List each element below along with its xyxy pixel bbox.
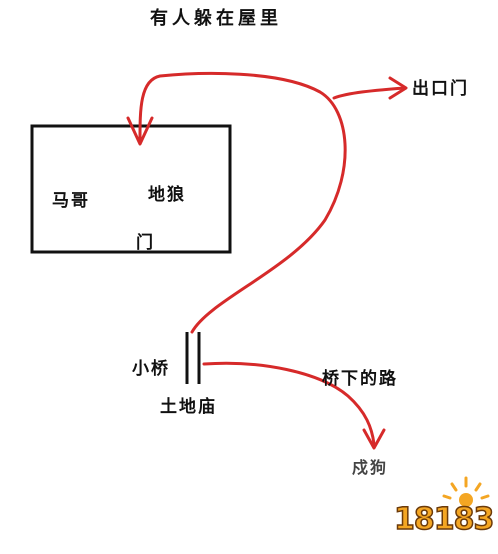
watermark-text: 18183 — [393, 501, 495, 538]
logo-sun-icon — [442, 476, 490, 507]
path-to-exit — [332, 86, 406, 100]
arrow-to-dog — [362, 428, 386, 450]
path-to-dog — [202, 361, 376, 446]
label-door: 门 — [136, 233, 155, 253]
diagram-title: 有人躲在屋里 — [150, 8, 282, 29]
watermark-logo: 18183 — [388, 470, 498, 550]
label-small-bridge: 小桥 — [132, 359, 170, 379]
label-guard-dog: 戍狗 — [352, 458, 389, 477]
arrow-into-house — [126, 116, 154, 146]
label-earth-wolf: 地狼 — [148, 185, 186, 205]
label-temple: 土地庙 — [160, 397, 217, 417]
path-to-house — [138, 72, 347, 334]
label-under-bridge-road: 桥下的路 — [322, 369, 398, 389]
label-exit-door: 出口门 — [412, 79, 469, 99]
arrow-to-exit — [388, 76, 408, 100]
label-mage: 马哥 — [52, 191, 90, 211]
